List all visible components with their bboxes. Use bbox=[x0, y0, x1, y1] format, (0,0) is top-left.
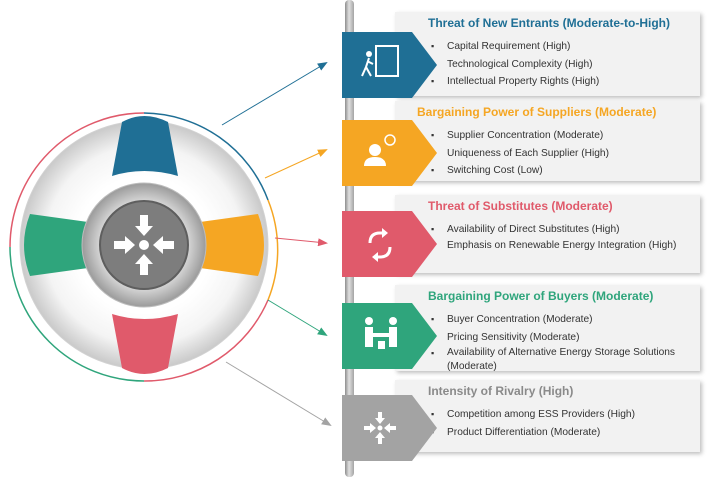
force-tag-suppliers bbox=[342, 120, 437, 186]
list-item: Intellectual Property Rights (High) bbox=[431, 73, 697, 91]
force-item-list: Supplier Concentration (Moderate) Unique… bbox=[431, 127, 697, 180]
list-item: Emphasis on Renewable Energy Integration… bbox=[431, 239, 697, 255]
list-item: Technological Complexity (High) bbox=[431, 56, 697, 74]
arrow-buyers bbox=[267, 299, 328, 337]
force-title: Threat of New Entrants (Moderate-to-High… bbox=[428, 16, 670, 30]
strap-orange bbox=[200, 214, 264, 276]
outer-ring-arc-red bbox=[143, 299, 269, 382]
force-tag-new-entrants bbox=[342, 32, 437, 98]
list-item: Supplier Concentration (Moderate) bbox=[431, 127, 697, 145]
strap-green bbox=[24, 214, 88, 276]
force-item-list: Competition among ESS Providers (High) P… bbox=[431, 406, 697, 442]
force-panel-rivalry: Intensity of Rivalry (High) Competition … bbox=[395, 380, 700, 452]
list-item: Pricing Sensitivity (Moderate) bbox=[431, 329, 697, 347]
swap-arrows-icon bbox=[368, 228, 392, 262]
arrow-rivalry bbox=[225, 361, 332, 427]
force-title: Bargaining Power of Buyers (Moderate) bbox=[428, 289, 654, 303]
exit-door-icon bbox=[361, 45, 399, 77]
outer-ring-arc-green bbox=[9, 246, 145, 382]
list-item: Switching Cost (Low) bbox=[431, 162, 697, 180]
converging-arrows-icon bbox=[364, 412, 396, 444]
list-item: Uniqueness of Each Supplier (High) bbox=[431, 145, 697, 163]
list-item: Availability of Direct Substitutes (High… bbox=[431, 221, 697, 239]
arrow-new-entrants bbox=[221, 61, 328, 126]
force-title: Threat of Substitutes (Moderate) bbox=[428, 199, 613, 213]
arrow-substitutes bbox=[274, 237, 328, 247]
outer-ring-arc-blue bbox=[143, 112, 269, 201]
force-tag-buyers bbox=[342, 303, 437, 369]
outer-ring-arc-gray bbox=[9, 112, 145, 248]
arrow-suppliers bbox=[264, 149, 328, 179]
person-speech-icon bbox=[364, 134, 396, 166]
handshake-icon bbox=[365, 317, 397, 349]
list-item: Competition among ESS Providers (High) bbox=[431, 406, 697, 424]
list-item: Capital Requirement (High) bbox=[431, 38, 697, 56]
force-panel-suppliers: Bargaining Power of Suppliers (Moderate)… bbox=[395, 101, 700, 181]
list-item: Product Differentiation (Moderate) bbox=[431, 424, 697, 442]
center-converging-arrows-icon bbox=[114, 215, 174, 275]
force-title: Intensity of Rivalry (High) bbox=[428, 384, 574, 398]
list-item: Buyer Concentration (Moderate) bbox=[431, 311, 697, 329]
force-item-list: Availability of Direct Substitutes (High… bbox=[431, 221, 697, 255]
outer-ring-arc-orange bbox=[267, 199, 279, 301]
force-title: Bargaining Power of Suppliers (Moderate) bbox=[417, 105, 657, 119]
force-panel-new-entrants: Threat of New Entrants (Moderate-to-High… bbox=[395, 12, 700, 96]
force-item-list: Capital Requirement (High) Technological… bbox=[431, 38, 697, 91]
force-tag-rivalry bbox=[342, 395, 437, 461]
force-panel-substitutes: Threat of Substitutes (Moderate) Availab… bbox=[395, 195, 700, 273]
list-item: Availability of Alternative Energy Stora… bbox=[431, 346, 697, 376]
force-item-list: Buyer Concentration (Moderate) Pricing S… bbox=[431, 311, 697, 376]
strap-red bbox=[112, 314, 178, 374]
force-tag-substitutes bbox=[342, 211, 437, 277]
force-panel-buyers: Bargaining Power of Buyers (Moderate) Bu… bbox=[395, 285, 700, 372]
strap-blue bbox=[112, 116, 178, 176]
